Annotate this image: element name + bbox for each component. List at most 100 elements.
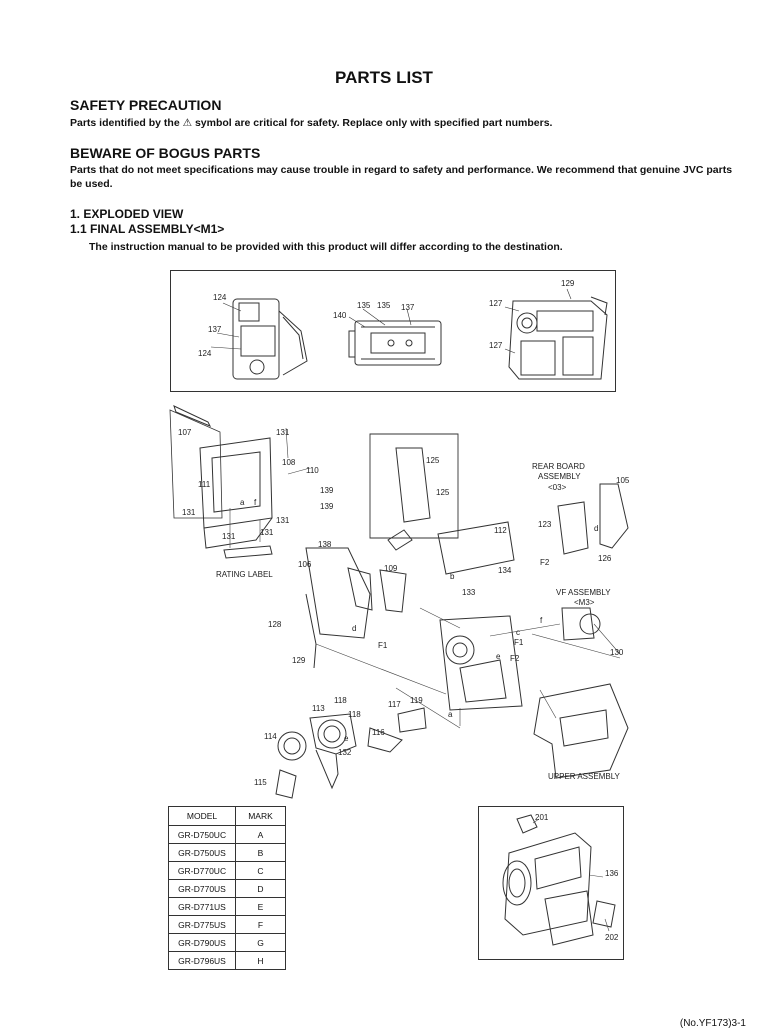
rear-board-caption-1: REAR BOARD	[532, 462, 585, 471]
callout-label: F2	[540, 558, 550, 567]
column-header-mark: MARK	[235, 806, 286, 826]
top-view-box: 124 137 124 140 135 135 137 127 127 129	[170, 270, 616, 392]
callout-label: 129	[561, 279, 575, 288]
column-header-model: MODEL	[168, 806, 236, 826]
callout-label: 127	[489, 299, 503, 308]
callout-label: 124	[198, 349, 212, 358]
mark-cell: F	[235, 915, 286, 934]
final-assembly-heading: 1.1 FINAL ASSEMBLY<M1>	[70, 222, 225, 236]
rear-board-caption-2: ASSEMBLY	[538, 472, 581, 481]
callout-label: 135	[377, 301, 391, 310]
callout-label: 117	[388, 700, 401, 709]
callout-label: 116	[372, 728, 385, 737]
vf-assembly-caption-2: <M3>	[574, 598, 595, 607]
callout-label: 107	[178, 428, 192, 437]
model-cell: GR-D770UC	[168, 861, 236, 880]
bogus-text: Parts that do not meet specifications ma…	[70, 164, 733, 190]
callout-label: 138	[318, 540, 332, 549]
callout-label: 202	[605, 933, 619, 942]
callout-label: f	[540, 616, 543, 625]
callout-label: 131	[182, 508, 196, 517]
safety-text-after: symbol are critical for safety. Replace …	[192, 117, 553, 129]
exploded-drawing	[169, 405, 629, 799]
callout-label: 119	[410, 696, 423, 705]
callout-label: 115	[254, 778, 267, 787]
callout-label: 123	[538, 520, 552, 529]
callout-label: 126	[598, 554, 612, 563]
model-cell: GR-D775US	[168, 915, 236, 934]
table-header-row: MODEL MARK	[168, 806, 286, 826]
rear-board-caption-3: <03>	[548, 483, 567, 492]
model-cell: GR-D750UC	[168, 825, 236, 844]
callout-label: 109	[384, 564, 398, 573]
callout-label: 128	[268, 620, 282, 629]
callout-label: 130	[610, 648, 624, 657]
callout-label: F1	[514, 638, 524, 647]
page-title: PARTS LIST	[335, 68, 433, 87]
callout-label: c	[516, 628, 520, 637]
callout-label: 201	[535, 813, 549, 822]
callout-label: b	[450, 572, 455, 581]
callout-label: 139	[320, 502, 334, 511]
callout-label: e	[344, 734, 349, 743]
callout-label: 137	[208, 325, 222, 334]
callout-label: 111	[198, 480, 211, 489]
safety-heading: SAFETY PRECAUTION	[70, 97, 222, 113]
vf-assembly-caption-1: VF ASSEMBLY	[556, 588, 611, 597]
mark-cell: G	[235, 933, 286, 952]
callout-label: 129	[292, 656, 306, 665]
safety-text: Parts identified by the ⚠ symbol are cri…	[70, 116, 730, 130]
callout-label: d	[352, 624, 357, 633]
callout-label: f	[254, 498, 257, 507]
callout-label: 136	[605, 869, 619, 878]
camera-views-drawing	[210, 288, 608, 380]
accessory-view-box: 201 136 202	[478, 806, 624, 960]
mark-cell: C	[235, 861, 286, 880]
callout-label: 131	[276, 516, 290, 525]
callout-label: 127	[489, 341, 503, 350]
mark-cell: E	[235, 897, 286, 916]
callout-label: 137	[401, 303, 415, 312]
callout-label: a	[240, 498, 245, 507]
callout-label: 125	[426, 456, 440, 465]
callout-label: 114	[264, 732, 277, 741]
callout-label: 124	[213, 293, 227, 302]
bogus-heading: BEWARE OF BOGUS PARTS	[70, 145, 261, 161]
callout-label: a	[448, 710, 453, 719]
callout-label: 131	[260, 528, 274, 537]
callout-label: 113	[312, 704, 325, 713]
callout-label: 134	[498, 566, 512, 575]
callout-label: 118	[334, 696, 347, 705]
mark-cell: A	[235, 825, 286, 844]
callout-label: 131	[222, 532, 236, 541]
rating-label-caption: RATING LABEL	[216, 570, 273, 579]
accessory-drawing	[502, 814, 616, 946]
model-cell: GR-D790US	[168, 933, 236, 952]
callout-label: 140	[333, 311, 347, 320]
exploded-diagram: 107 131 108 110 111 139 139 131 131 131 …	[160, 398, 640, 799]
model-cell: GR-D770US	[168, 879, 236, 898]
upper-assembly-caption: UPPER ASSEMBLY	[548, 772, 620, 781]
callout-label: 135	[357, 301, 371, 310]
callout-label: 105	[616, 476, 630, 485]
model-cell: GR-D796US	[168, 951, 236, 970]
model-cell: GR-D750US	[168, 843, 236, 862]
mark-cell: D	[235, 879, 286, 898]
callout-label: 132	[338, 748, 352, 757]
warning-icon: ⚠	[182, 117, 193, 129]
callout-label: d	[594, 524, 599, 533]
callout-label: e	[496, 652, 501, 661]
model-cell: GR-D771US	[168, 897, 236, 916]
mark-cell: H	[235, 951, 286, 970]
callout-label: 108	[282, 458, 296, 467]
callout-label: 139	[320, 486, 334, 495]
callout-label: 118	[348, 710, 361, 719]
callout-label: 133	[462, 588, 476, 597]
